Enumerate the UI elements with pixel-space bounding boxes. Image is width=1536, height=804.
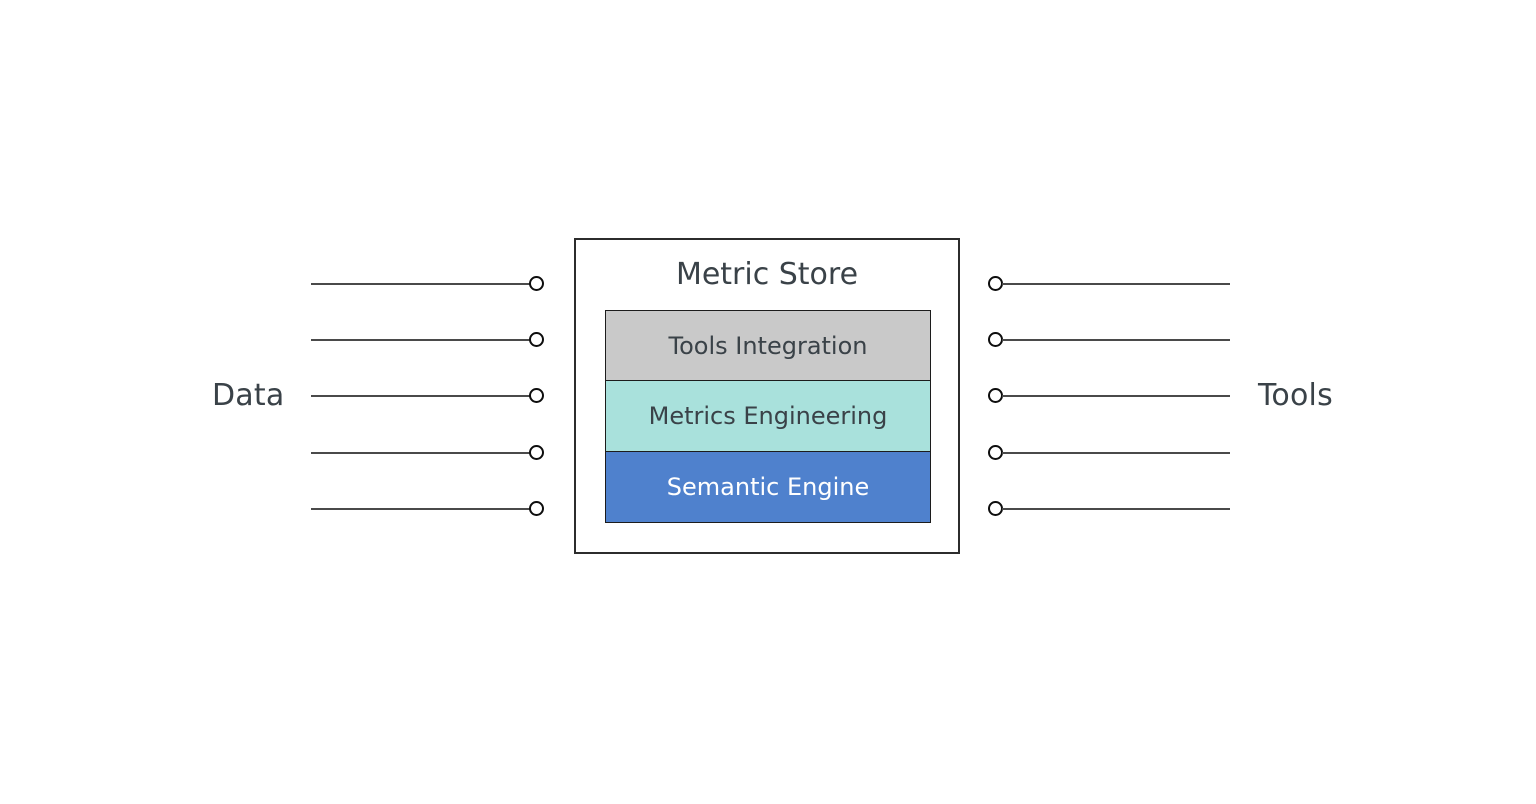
data-connector-2: [311, 332, 551, 348]
connector-line: [1002, 452, 1230, 454]
connector-endpoint-circle-icon: [988, 276, 1003, 291]
connector-line: [1002, 339, 1230, 341]
layer-tools-integration: Tools Integration: [605, 310, 931, 382]
connector-endpoint-circle-icon: [988, 332, 1003, 347]
data-connector-3: [311, 388, 551, 404]
connector-line: [311, 508, 533, 510]
layer-stack: Tools Integration Metrics Engineering Se…: [605, 310, 931, 523]
connector-endpoint-circle-icon: [529, 445, 544, 460]
connector-endpoint-circle-icon: [988, 388, 1003, 403]
connector-endpoint-circle-icon: [988, 445, 1003, 460]
connector-endpoint-circle-icon: [988, 501, 1003, 516]
metric-store-box: Metric Store Tools Integration Metrics E…: [574, 238, 960, 554]
tools-connector-5: [988, 501, 1232, 517]
tools-connector-3: [988, 388, 1232, 404]
layer-metrics-engineering: Metrics Engineering: [605, 380, 931, 453]
layer-label: Semantic Engine: [666, 472, 870, 501]
tools-connector-2: [988, 332, 1232, 348]
data-connector-4: [311, 445, 551, 461]
data-connector-1: [311, 276, 551, 292]
connector-endpoint-circle-icon: [529, 276, 544, 291]
tools-connector-1: [988, 276, 1232, 292]
layer-label: Tools Integration: [668, 332, 868, 360]
connector-line: [311, 452, 533, 454]
connector-line: [311, 283, 533, 285]
layer-label: Metrics Engineering: [648, 402, 888, 431]
tools-connector-4: [988, 445, 1232, 461]
data-connector-5: [311, 501, 551, 517]
tools-group-label: Tools: [1258, 378, 1333, 413]
data-group-label: Data: [212, 378, 285, 413]
connector-endpoint-circle-icon: [529, 501, 544, 516]
connector-line: [311, 339, 533, 341]
connector-line: [1002, 508, 1230, 510]
metric-store-title: Metric Store: [675, 257, 859, 292]
connector-line: [311, 395, 533, 397]
layer-semantic-engine: Semantic Engine: [605, 450, 931, 523]
connector-line: [1002, 283, 1230, 285]
connector-endpoint-circle-icon: [529, 332, 544, 347]
connector-endpoint-circle-icon: [529, 388, 544, 403]
connector-line: [1002, 395, 1230, 397]
